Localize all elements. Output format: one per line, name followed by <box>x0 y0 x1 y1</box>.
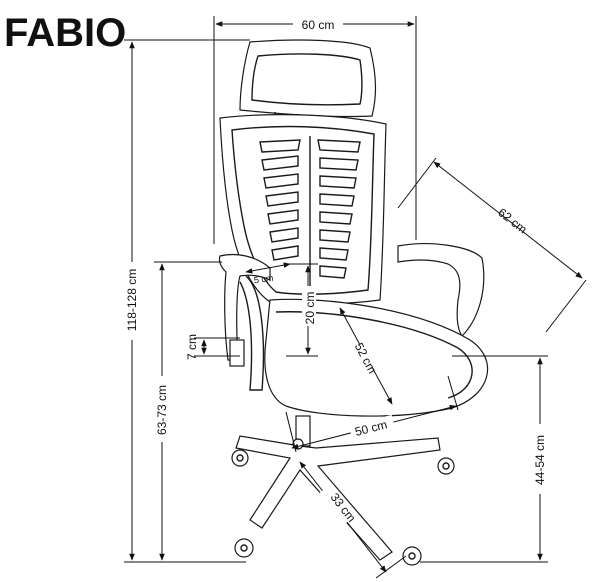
backrest <box>219 114 387 305</box>
headrest <box>239 39 377 118</box>
svg-text:20 cm: 20 cm <box>303 292 317 325</box>
svg-text:62 cm: 62 cm <box>495 205 529 236</box>
dim-backrest-to-seat: 52 cm <box>339 307 393 405</box>
dim-armrest-thickness: 5 cm <box>245 262 291 286</box>
svg-text:63-73 cm: 63-73 cm <box>155 385 169 435</box>
svg-text:118-128 cm: 118-128 cm <box>125 269 139 331</box>
dim-lumbar: 7 cm <box>185 334 240 360</box>
left-armrest <box>218 253 271 361</box>
dim-width: 60 cm <box>213 16 417 244</box>
svg-text:60 cm: 60 cm <box>302 18 335 32</box>
chair-illustration <box>218 39 489 566</box>
svg-text:44-54 cm: 44-54 cm <box>533 435 547 485</box>
product-title: FABIO <box>4 11 126 55</box>
dim-armrest-gap: 20 cm <box>286 263 318 357</box>
svg-text:7 cm: 7 cm <box>185 334 199 360</box>
dim-armrest-height: 63-73 cm <box>154 261 222 561</box>
svg-text:50 cm: 50 cm <box>353 417 388 438</box>
casters <box>231 438 455 566</box>
dim-seat-height: 44-54 cm <box>420 355 548 563</box>
svg-text:5 cm: 5 cm <box>253 273 274 286</box>
dim-total-height: 118-128 cm <box>124 39 250 563</box>
